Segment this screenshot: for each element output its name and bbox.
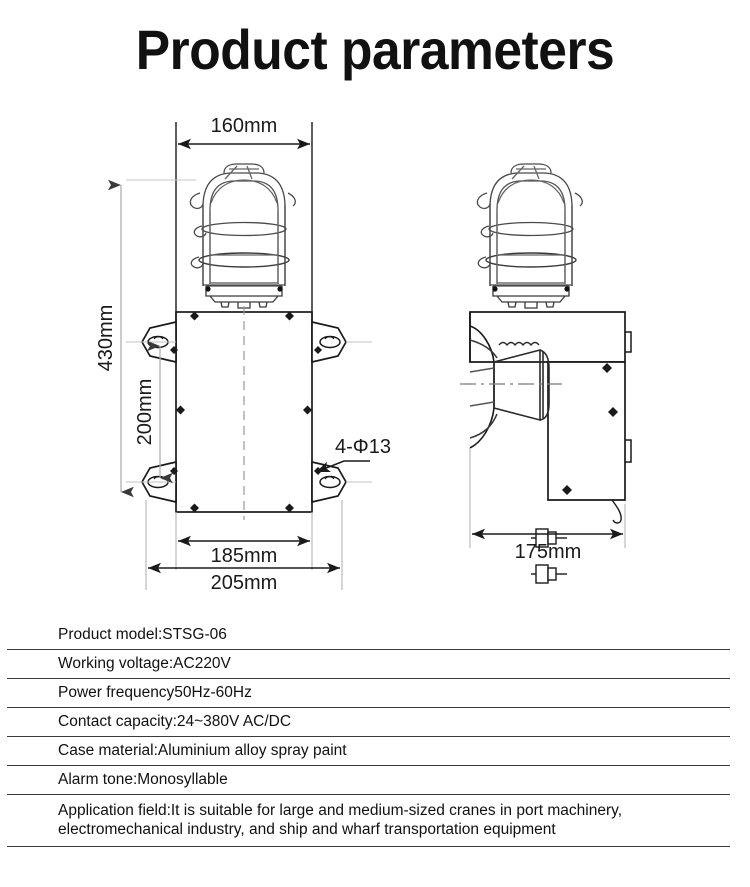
dim-205mm: 205mm [148,562,340,594]
spec-row-product-model: Product model:STSG-06 [7,620,730,650]
beacon-lamp-front [189,163,296,309]
spec-row-working-voltage: Working voltage:AC220V [7,650,730,679]
dim-160mm-label: 160mm [211,115,278,137]
rivet-marks [176,311,312,513]
dim-205mm-label: 205mm [211,572,278,594]
dim-185mm: 185mm [178,535,310,567]
mount-bracket-top-right [311,320,347,364]
dim-200mm-label: 200mm [134,379,156,446]
spec-row-contact-capacity: Contact capacity:24~380V AC/DC [7,708,730,737]
horn-speaker [469,325,550,449]
dim-175mm: 175mm [472,528,623,563]
technical-drawings: 160mm [0,100,750,615]
side-view-group: 175mm [460,163,632,584]
spec-table: Product model:STSG-06 Working voltage:AC… [7,620,730,847]
beacon-lamp-side [476,163,583,309]
dim-200mm: 200mm [134,340,173,484]
dim-175mm-label: 175mm [515,541,582,563]
spec-row-application-field: Application field:It is suitable for lar… [7,795,730,847]
rivet-marks-side [562,363,618,495]
drawing-canvas: 160mm [95,115,632,594]
mount-bracket-bottom-right [311,460,347,504]
front-view-group: 160mm [95,115,391,594]
dim-185mm-label: 185mm [211,545,278,567]
dim-430mm-label: 430mm [95,305,117,372]
dim-160mm: 160mm [178,115,310,150]
callout-hole-diameter: 4-Φ13 [315,436,391,473]
base-plate-front [126,179,372,520]
spec-row-case-material: Case material:Aluminium alloy spray pain… [7,737,730,766]
page-title: Product parameters [135,18,615,81]
spec-row-alarm-tone: Alarm tone:Monosyllable [7,766,730,795]
spec-row-power-frequency: Power frequency50Hz-60Hz [7,679,730,708]
dim-430mm: 430mm [95,179,134,498]
callout-hole-label: 4-Φ13 [335,436,391,458]
